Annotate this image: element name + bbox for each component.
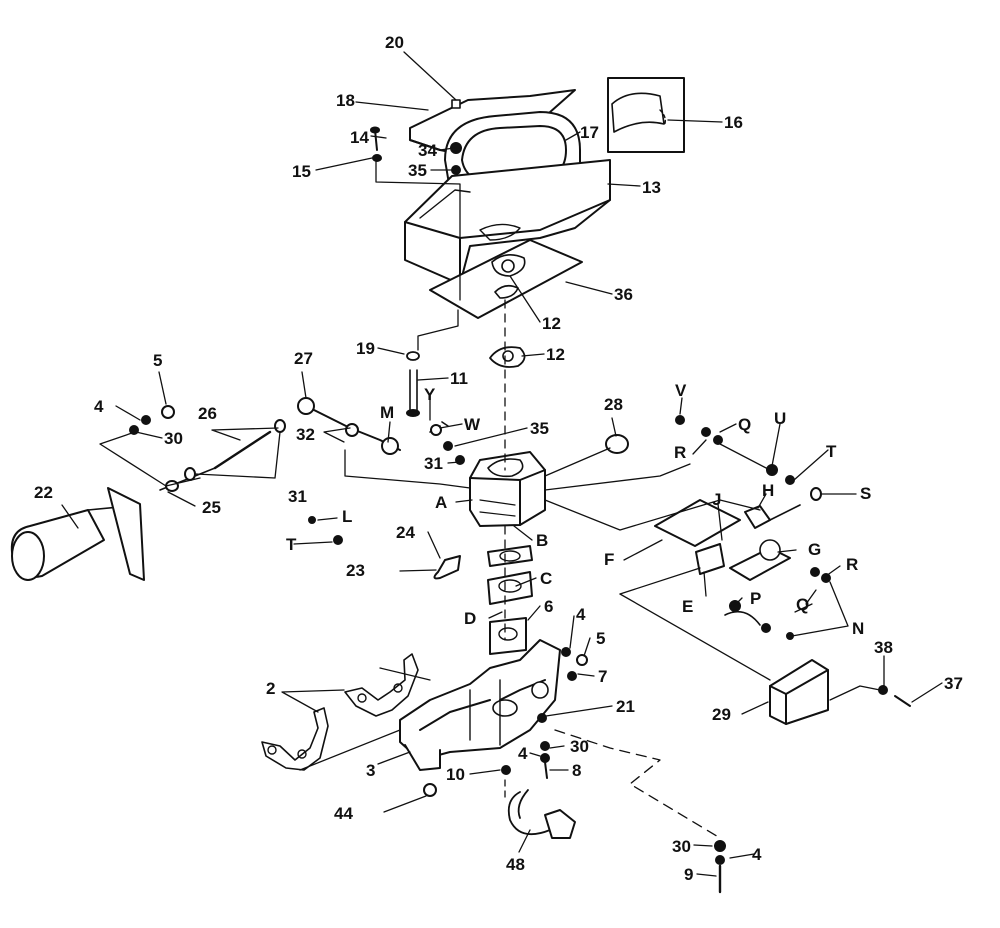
carburetor-body [469, 451, 546, 527]
callout-31-mid: 31 [424, 454, 443, 473]
callout-18: 18 [336, 91, 355, 110]
fasteners-top [370, 99, 462, 175]
base-gasket-plate [429, 239, 583, 319]
callout-H: H [762, 481, 775, 500]
callout-23: 23 [346, 561, 365, 580]
callout-24: 24 [396, 523, 415, 542]
callout-38: 38 [874, 638, 893, 657]
callout-4-left: 4 [94, 397, 104, 416]
callout-48: 48 [506, 855, 525, 874]
callout-27: 27 [294, 349, 313, 368]
callout-3: 3 [366, 761, 376, 780]
callout-5-mid: 5 [596, 629, 606, 648]
carb-spacer-gaskets [487, 545, 533, 655]
callout-U: U [774, 409, 787, 428]
sensor-with-leads [507, 789, 576, 839]
air-cleaner-base [404, 159, 611, 285]
callout-F: F [604, 550, 615, 569]
callout-W: W [464, 415, 481, 434]
callout-34: 34 [418, 141, 437, 160]
callout-30-bottom: 30 [672, 837, 691, 856]
callout-22: 22 [34, 483, 53, 502]
callout-D: D [464, 609, 477, 628]
callout-31-left: 31 [288, 487, 307, 506]
callout-26: 26 [198, 404, 217, 423]
callout-36: 36 [614, 285, 633, 304]
callout-35-mid: 35 [530, 419, 549, 438]
callout-35-top: 35 [408, 161, 427, 180]
callout-28: 28 [604, 395, 623, 414]
callout-16: 16 [724, 113, 743, 132]
callout-4-mid: 4 [576, 605, 586, 624]
electronic-module [769, 659, 829, 725]
electrical-assembly [654, 499, 801, 626]
callout-5-left: 5 [153, 351, 163, 370]
callout-M: M [380, 403, 395, 422]
callout-11: 11 [450, 369, 468, 388]
callout-2: 2 [266, 679, 276, 698]
callout-C: C [540, 569, 553, 588]
callout-B: B [536, 531, 549, 550]
callout-32: 32 [296, 425, 315, 444]
callout-21: 21 [616, 697, 635, 716]
callout-T-left: T [286, 535, 297, 554]
intake-manifold [399, 639, 561, 771]
callout-N: N [852, 619, 865, 638]
throttle-linkage [129, 397, 401, 492]
callout-9: 9 [684, 865, 694, 884]
callout-44: 44 [334, 804, 353, 823]
callout-19: 19 [356, 339, 375, 358]
fuel-solenoid [10, 487, 145, 581]
callout-L: L [342, 507, 353, 526]
carb-gasket-upper [489, 346, 526, 368]
callout-Q-top: Q [738, 415, 752, 434]
callout-P: P [750, 589, 762, 608]
callout-T-right: T [826, 442, 837, 461]
callout-R-right: R [846, 555, 859, 574]
callout-E: E [682, 597, 694, 616]
callout-13: 13 [642, 178, 661, 197]
callout-S: S [860, 484, 872, 503]
callout-30-left: 30 [164, 429, 183, 448]
callout-8: 8 [572, 761, 582, 780]
leader-lines [61, 51, 943, 877]
callout-4-lower: 4 [518, 744, 528, 763]
callout-25: 25 [202, 498, 221, 517]
callout-17: 17 [580, 123, 599, 142]
callout-15: 15 [292, 162, 311, 181]
callout-J: J [712, 490, 722, 509]
inset-detail-box [607, 77, 685, 153]
callout-6: 6 [544, 597, 554, 616]
callout-7: 7 [598, 667, 608, 686]
callout-A: A [435, 493, 448, 512]
assembly-lines [99, 159, 881, 839]
callout-Y: Y [424, 385, 436, 404]
callout-12-upper: 12 [542, 314, 561, 333]
callout-37: 37 [944, 674, 963, 693]
callout-V: V [675, 381, 687, 400]
callout-29: 29 [712, 705, 731, 724]
manifold-gaskets [261, 653, 419, 771]
callout-G: G [808, 540, 822, 559]
callout-10: 10 [446, 765, 465, 784]
callout-Q-bottom: Q [796, 595, 810, 614]
callout-12-lower: 12 [546, 345, 565, 364]
callout-20: 20 [385, 33, 404, 52]
callout-14: 14 [350, 128, 369, 147]
fasteners-carb [308, 421, 629, 580]
stud-bolt [406, 351, 420, 417]
callout-R-top: R [674, 443, 687, 462]
callout-4-bottom: 4 [752, 845, 762, 864]
callout-30-mid: 30 [570, 737, 589, 756]
